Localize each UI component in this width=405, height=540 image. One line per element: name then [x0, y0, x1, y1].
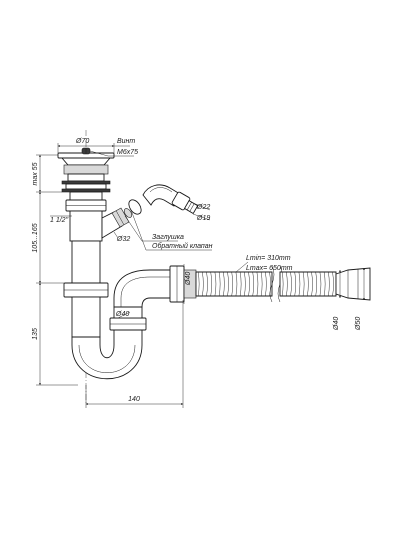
- hose-rib: [328, 271, 330, 297]
- gasket-ring: [128, 199, 142, 215]
- hose-rib: [281, 271, 284, 297]
- hose-rib: [323, 271, 326, 297]
- label-hose-lmin: Lmin= 310mm: [246, 255, 291, 262]
- hose-rib: [319, 271, 322, 297]
- hose-rib: [239, 271, 242, 297]
- hose-rib: [294, 271, 296, 297]
- hose-rib: [332, 271, 334, 297]
- hose-end-adapter: [335, 267, 371, 301]
- label-dim-135: 135: [32, 328, 39, 340]
- flange-assembly: [61, 164, 111, 201]
- hose-rib: [256, 271, 259, 297]
- label-check-valve: Обратный клапан: [152, 242, 213, 250]
- label-branch-d32: Ø32: [116, 236, 130, 243]
- hose-rib: [302, 271, 305, 297]
- label-fitting-d22: Ø22: [196, 204, 210, 211]
- hose-rib: [227, 271, 229, 297]
- hose-rib: [260, 271, 263, 297]
- hose-rib: [218, 271, 221, 297]
- label-dim-max55: max 55: [32, 162, 39, 185]
- hose-rib: [248, 271, 250, 297]
- sink-grate: [57, 147, 115, 166]
- label-outlet-d40-bottom: Ø40: [115, 311, 129, 318]
- label-dim-105-165: 105...165: [32, 223, 39, 252]
- hose-rib: [244, 271, 246, 297]
- label-dim-140: 140: [128, 396, 140, 403]
- label-end-d40: Ø40: [333, 317, 340, 331]
- hose-rib: [298, 271, 301, 297]
- u-bend: [71, 329, 143, 380]
- outlet-elbow: [113, 265, 197, 308]
- hose-rib: [206, 271, 208, 297]
- siphon-body: [57, 130, 147, 405]
- hose-rib: [197, 271, 200, 297]
- hose-rib: [235, 271, 238, 297]
- hose-rib: [290, 271, 292, 297]
- hose-rib: [307, 271, 309, 297]
- label-fitting-d19: Ø19: [196, 215, 210, 222]
- dimension-lines: [36, 143, 365, 408]
- corrugated-hose: [195, 265, 371, 303]
- label-screw-title: Винт: [117, 138, 135, 145]
- branch-nozzle: [101, 207, 130, 239]
- hose-rib: [265, 271, 267, 297]
- label-screw-size: M6x75: [117, 149, 138, 156]
- hose-rib: [315, 271, 317, 297]
- check-valve-disc: [123, 208, 133, 218]
- annotation-labels: Ø70 Винт M6x75 Ø22 Ø19 1 1/2" Ø32 Заглуш…: [32, 138, 362, 403]
- hose-rib: [252, 271, 254, 297]
- label-outlet-d40-top: Ø40: [185, 272, 192, 286]
- angled-fitting: [123, 184, 199, 218]
- hose-rib: [214, 271, 217, 297]
- hose-rib: [223, 271, 225, 297]
- hose-rib: [311, 271, 313, 297]
- label-end-d50: Ø50: [355, 317, 362, 331]
- label-thread: 1 1/2": [50, 217, 69, 224]
- hose-rib: [202, 271, 204, 297]
- label-grate-diameter: Ø70: [75, 138, 89, 145]
- hose-rib: [231, 271, 233, 297]
- label-hose-lmax: Lmax= 650mm: [246, 265, 293, 272]
- label-plug: Заглушка: [152, 234, 184, 241]
- hose-rib: [286, 271, 288, 297]
- hose-rib: [210, 271, 212, 297]
